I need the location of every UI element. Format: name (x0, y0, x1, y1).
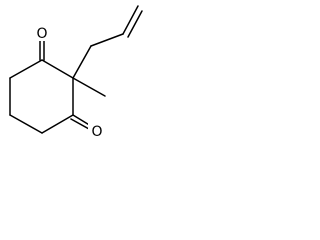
ring-bond-c1-c2 (41, 59, 74, 79)
allyl-chain (72, 5, 143, 79)
allyl-bond-2 (90, 33, 124, 47)
ring-bonds (9, 59, 74, 134)
allyl-double-bond-inner (127, 10, 143, 38)
ring-bond-c4-c5 (9, 114, 43, 134)
oxygen-top-atom: O (33, 24, 50, 42)
allyl-bond-1 (72, 45, 92, 79)
ring-bond-c6-c1 (9, 59, 43, 79)
chemical-structure-diagram: O O (9, 5, 143, 140)
oxygen-top-label: O (36, 26, 47, 42)
allyl-bond-3 (122, 5, 139, 35)
carbonyl-bottom-bond-2 (70, 118, 90, 130)
oxygen-bottom-atom: O (88, 122, 105, 140)
carbonyl-top (39, 38, 45, 61)
methyl-bond (72, 77, 106, 97)
ring-bond-c3-c4 (41, 114, 74, 134)
oxygen-bottom-label: O (91, 124, 102, 140)
